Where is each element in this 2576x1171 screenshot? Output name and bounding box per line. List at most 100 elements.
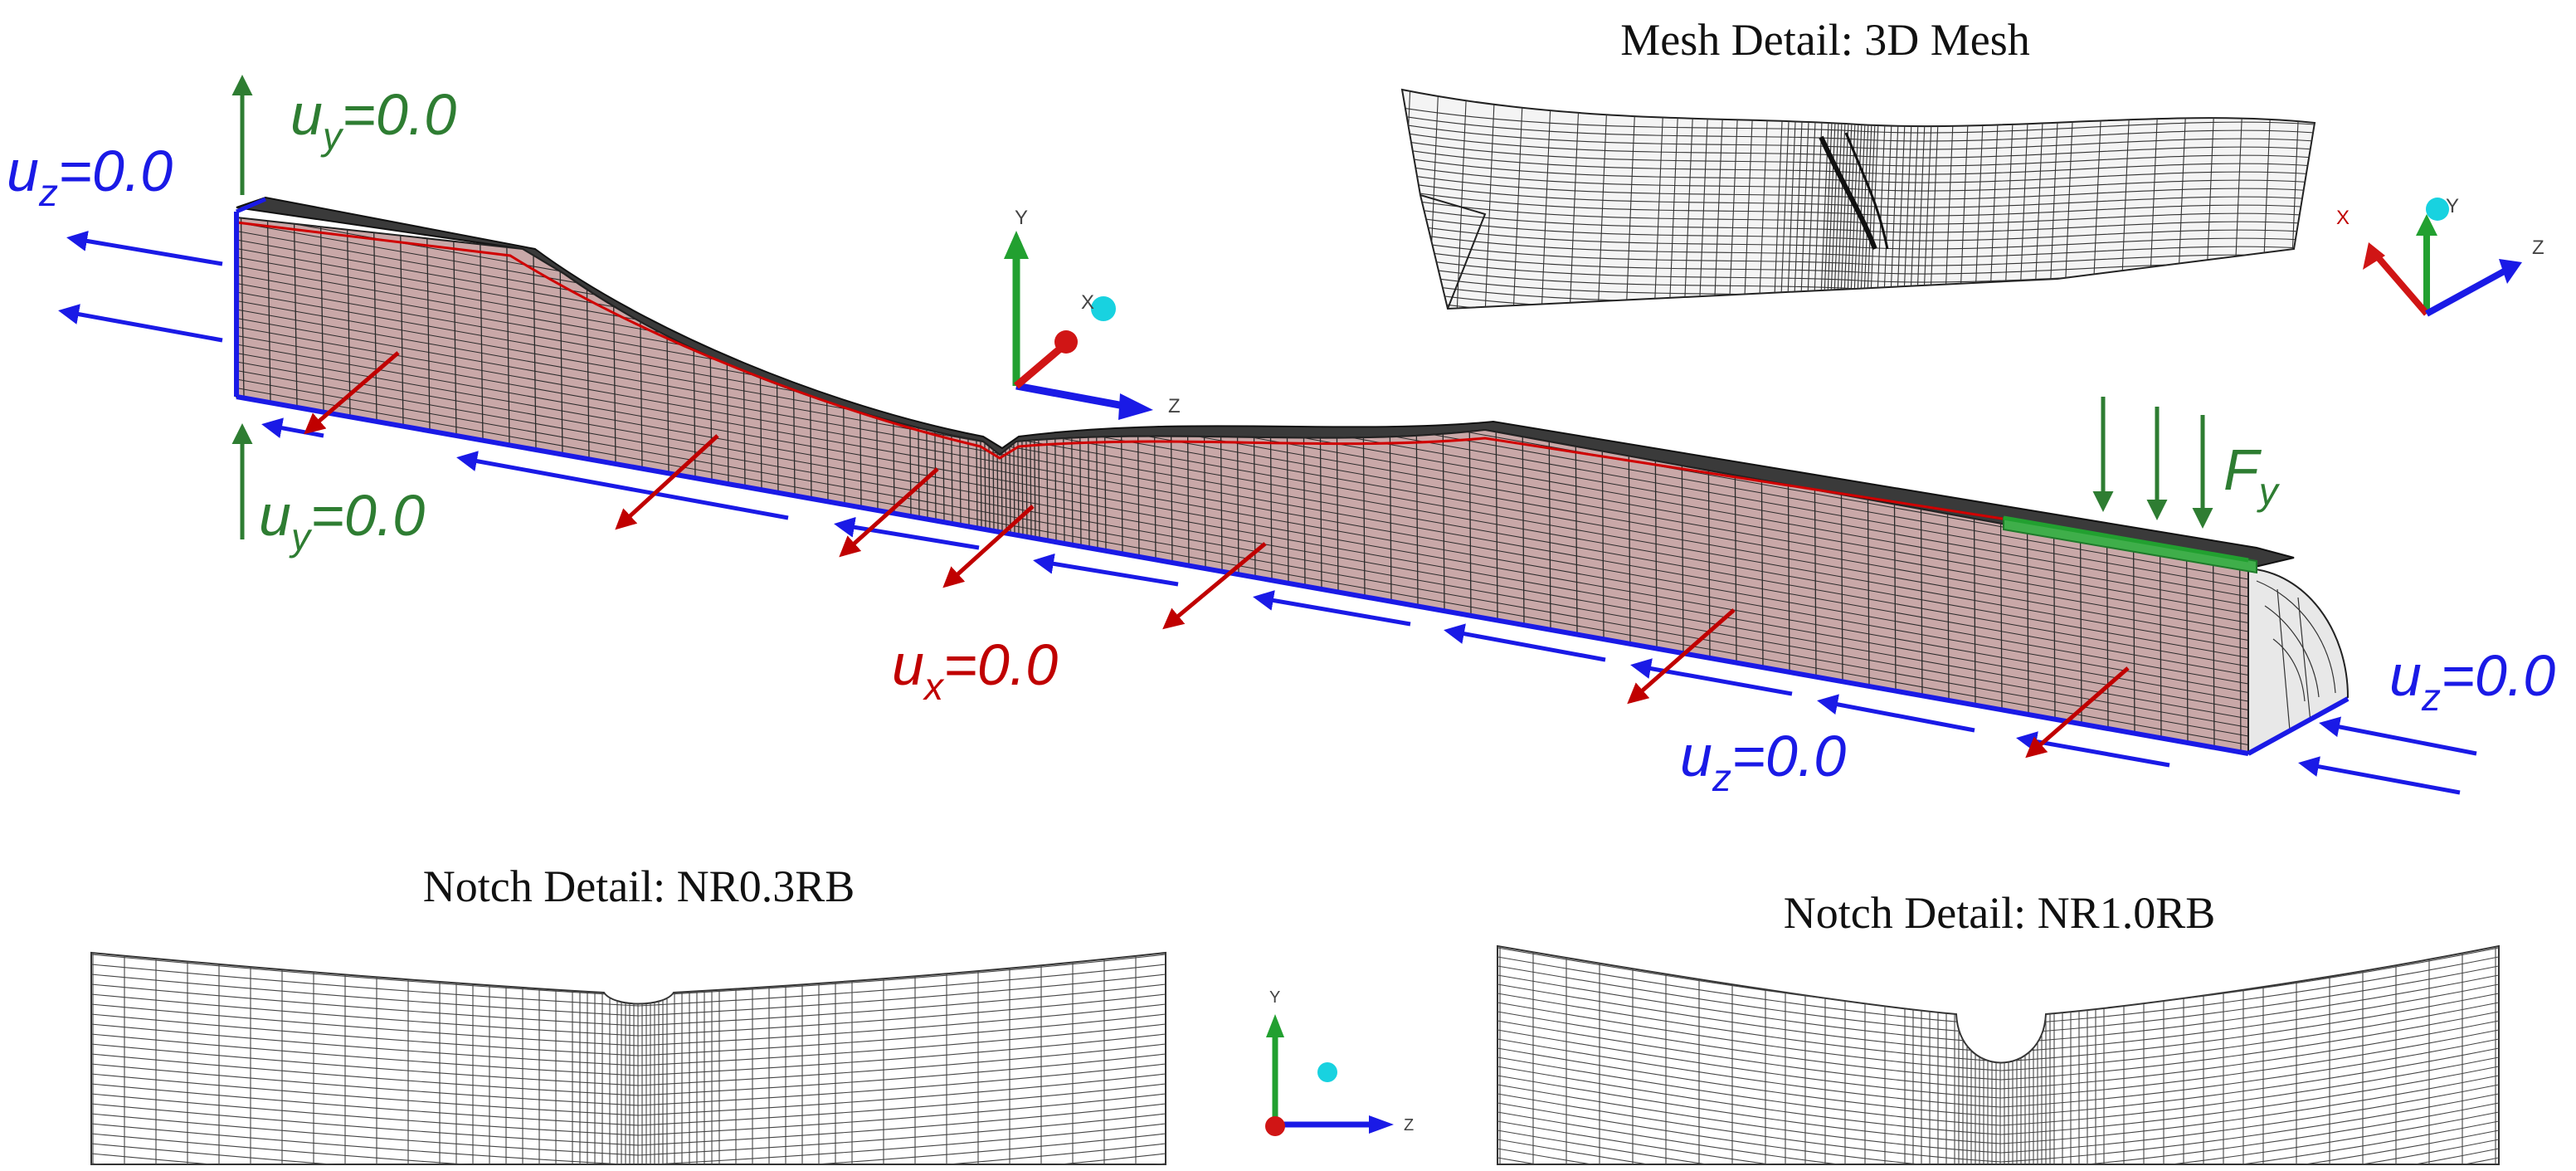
mesh-line [1402, 232, 2315, 258]
mesh-line [236, 388, 2248, 745]
mesh-line [1773, 90, 1785, 309]
mesh-line [91, 1013, 1166, 1056]
mesh-detail-3d [1400, 88, 2316, 340]
mesh-line [91, 964, 1166, 1007]
mesh-line [236, 300, 2248, 658]
mesh-line [1786, 90, 1798, 309]
mesh-line [1597, 90, 1609, 309]
ux-label: ux=0.0 [892, 632, 1058, 708]
mesh-line [236, 274, 2248, 632]
mesh-line [91, 1043, 1166, 1086]
mesh-line [1402, 223, 2315, 250]
bottom-triad-y-label: Y [1269, 988, 1280, 1007]
uz-label-bottom: uz=0.0 [1680, 724, 1846, 799]
mesh-line [1625, 90, 1637, 309]
mesh-line [1402, 207, 2315, 233]
mesh-line [1793, 90, 1804, 309]
mesh-line [91, 1113, 1166, 1156]
tr-triad-z-label: Z [2532, 237, 2544, 259]
top-right-axis-triad: X Y Z [2336, 195, 2544, 317]
mesh-detail-title: Mesh Detail: 3D Mesh [1620, 15, 2029, 65]
mesh-line [1569, 90, 1580, 309]
mesh-line [293, 217, 298, 407]
mesh-line [1402, 149, 2315, 175]
bottom-axis-triad: Y Z [1265, 988, 1414, 1136]
uz-label-right: uz=0.0 [2389, 643, 2555, 719]
mesh-line [236, 335, 2248, 693]
uz-arrows-right [2298, 716, 2477, 795]
mesh-line [91, 1123, 1166, 1164]
mesh-line [236, 266, 2248, 623]
mesh-line [1456, 90, 1468, 309]
specimen-mesh [234, 196, 2350, 756]
uz-label-left: uz=0.0 [7, 139, 173, 214]
mesh-line [240, 217, 245, 398]
mesh-line [1402, 157, 2315, 183]
notch-detail-nr03-title: Notch Detail: NR0.3RB [423, 861, 855, 911]
main-triad-y-label: Y [1015, 207, 1028, 229]
mesh-line [1780, 90, 1791, 309]
fy-label: Fy [2223, 437, 2281, 513]
mesh-line [91, 983, 1166, 1027]
mesh-line [1484, 90, 1496, 309]
mesh-line [91, 1003, 1166, 1047]
ux-arrows [304, 351, 2130, 759]
mesh-line [1668, 90, 1680, 309]
mesh-line [236, 370, 2248, 728]
mesh-line [1402, 132, 2315, 159]
mesh-line [1402, 315, 2315, 340]
tr-triad-y-label: Y [2446, 195, 2459, 217]
mesh-line [236, 283, 2248, 641]
uy-label-bottom: uy=0.0 [259, 483, 425, 559]
mesh-line [91, 1103, 1166, 1146]
mesh-line [236, 353, 2248, 710]
main-axis-triad: Y X Z [1004, 207, 1181, 420]
mesh-line [91, 1063, 1166, 1106]
mesh-line [236, 344, 2248, 702]
mesh-line [1728, 90, 1740, 309]
notch-detail-nr03-mesh [90, 951, 1166, 1165]
tr-triad-x-label: X [2336, 207, 2350, 229]
mesh-line [1698, 90, 1710, 309]
mesh-line [1402, 124, 2315, 150]
fy-arrows [2092, 397, 2213, 529]
mesh-line [319, 217, 324, 412]
mesh-line [91, 1073, 1166, 1116]
bottom-triad-z-label: Z [1404, 1116, 1414, 1134]
mesh-line [1653, 90, 1665, 309]
mesh-line [1402, 198, 2315, 225]
mesh-line [91, 1023, 1166, 1066]
right-edge-bc [2247, 696, 2350, 756]
mesh-line [91, 1143, 1166, 1164]
bottom-edge-bc [236, 394, 2249, 756]
mesh-line [91, 973, 1166, 1017]
mesh-line [1541, 90, 1552, 309]
mesh-line [1758, 90, 1770, 309]
mesh-line [1743, 90, 1755, 309]
notch-detail-nr10-title: Notch Detail: NR1.0RB [1784, 888, 2215, 938]
mesh-line [236, 309, 2248, 667]
mesh-line [1402, 240, 2315, 266]
mesh-line [91, 993, 1166, 1037]
mesh-line [236, 318, 2248, 676]
specimen-side-face [236, 216, 2249, 755]
mesh-line [91, 1083, 1166, 1126]
mesh-line [1402, 306, 2315, 309]
mesh-line [236, 378, 2248, 737]
mesh-line [236, 326, 2248, 685]
specimen-end-mesh [2256, 580, 2336, 731]
mesh-line [1683, 90, 1695, 309]
main-triad-z-label: Z [1168, 395, 1181, 417]
mesh-line [236, 291, 2248, 650]
mesh-line [1402, 115, 2315, 142]
mesh-line [91, 1133, 1166, 1164]
notch-detail-nr10-mesh [1497, 944, 2500, 1165]
mesh-line [91, 1053, 1166, 1096]
mesh-line [1402, 215, 2315, 242]
specimen-surface-line [236, 221, 2009, 521]
mesh-line [1402, 90, 1411, 309]
mesh-line [91, 1033, 1166, 1076]
mesh-line [236, 361, 2248, 720]
mesh-line [91, 1093, 1166, 1136]
